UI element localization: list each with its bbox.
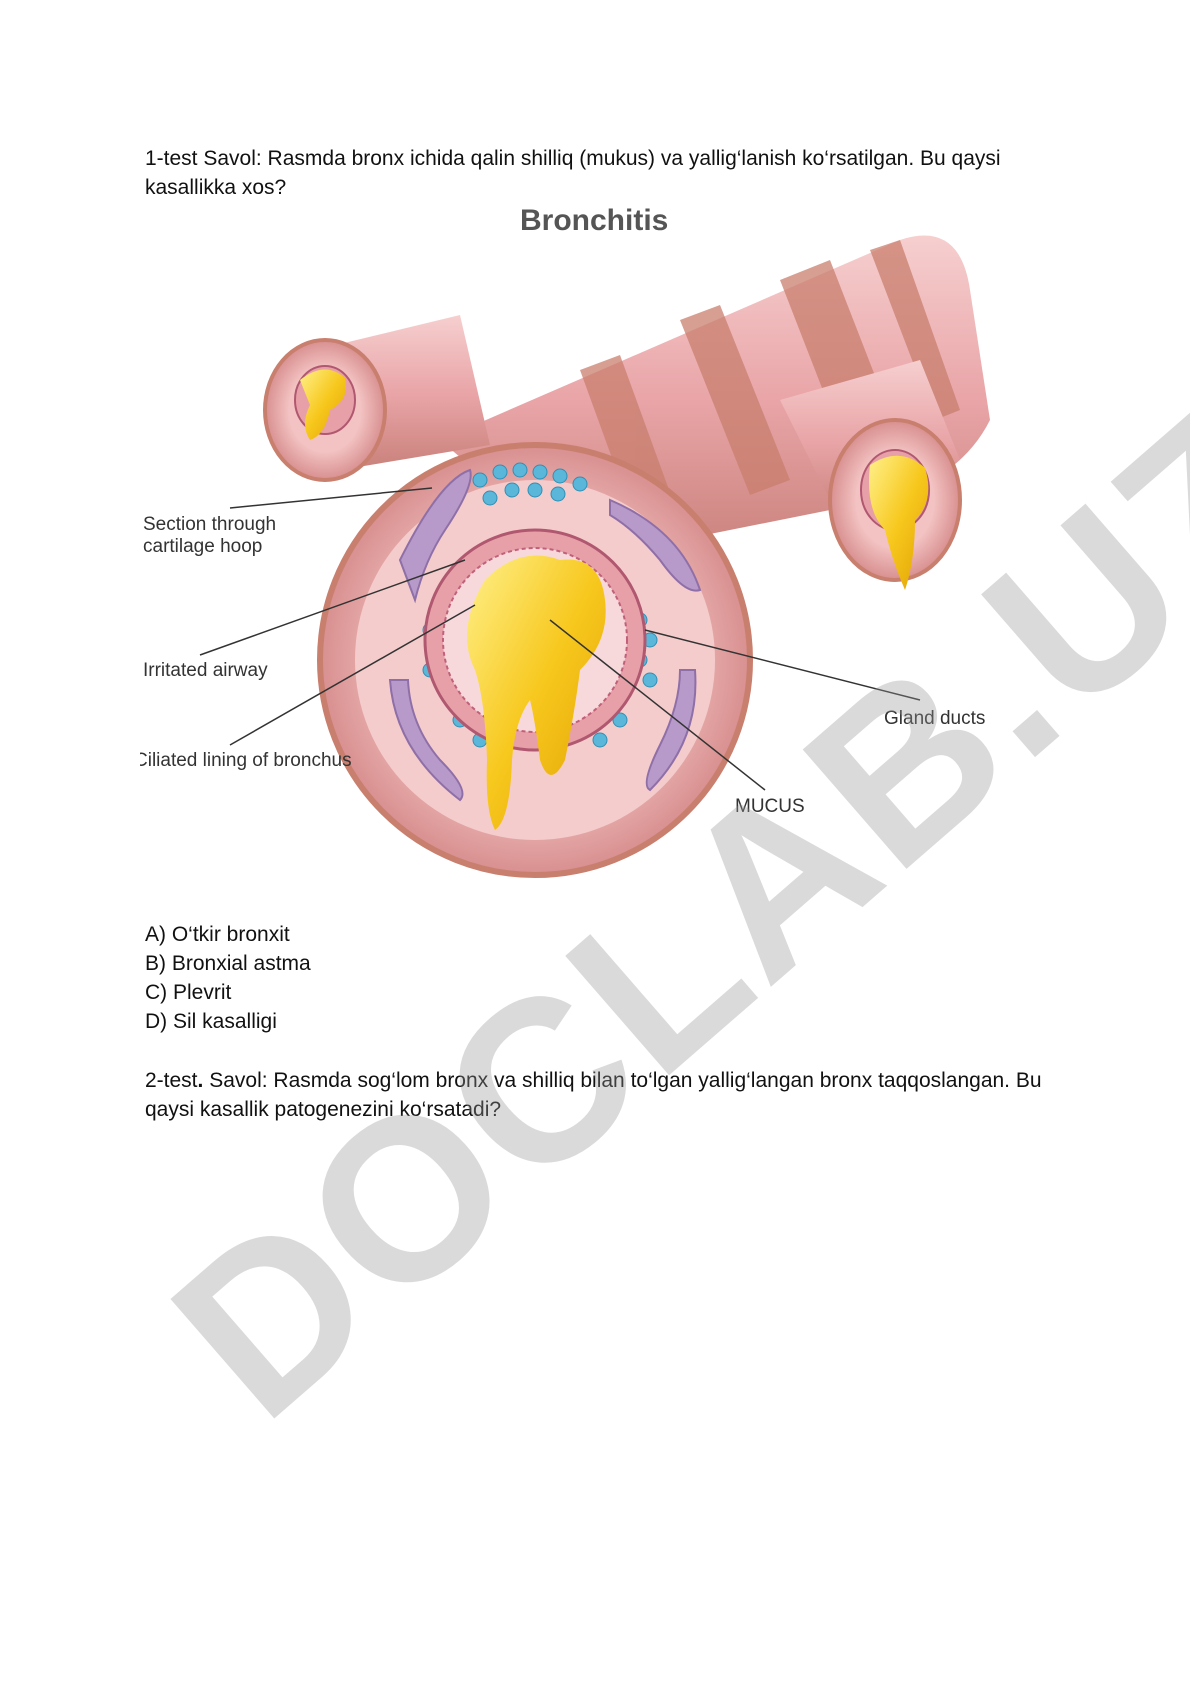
option-d: D) Sil kasalligi — [145, 1010, 277, 1033]
option-a: A) O‘tkir bronxit — [145, 923, 290, 946]
label-gland-ducts: Gland ducts — [884, 708, 985, 729]
right-mucus — [869, 455, 929, 590]
question-1-text: 1-test Savol: Rasmda bronx ichida qalin … — [145, 147, 1001, 199]
leader-lines — [199, 487, 921, 791]
question-2-body: Savol: Rasmda sog‘lom bronx va shilliq b… — [145, 1069, 1042, 1121]
question-2-prefix: 2-test — [145, 1069, 198, 1092]
label-ciliated-lining: Ciliated lining of bronchus — [140, 750, 352, 771]
question-2-dot: . — [197, 1069, 204, 1092]
cartilage-hoop-sections — [388, 468, 702, 802]
label-mucus: MUCUS — [735, 796, 805, 817]
main-mucus — [467, 555, 606, 830]
label-cartilage-line1: Section through — [143, 514, 276, 535]
figure-title: Bronchitis — [520, 204, 668, 237]
label-cartilage-line2: cartilage hoop — [143, 536, 262, 557]
label-irritated-airway: Irritated airway — [143, 660, 268, 681]
bronchitis-illustration: Bronchitis — [140, 204, 990, 878]
bronchitis-figure: Bronchitis — [140, 200, 1060, 890]
left-mucus — [300, 369, 346, 440]
option-b: B) Bronxial astma — [145, 952, 311, 975]
answer-options: A) O‘tkir bronxit B) Bronxial astma C) P… — [145, 920, 311, 1036]
question-2-text: 2-test. Savol: Rasmda sog‘lom bronx va s… — [145, 1066, 1065, 1124]
option-c: C) Plevrit — [145, 981, 232, 1004]
